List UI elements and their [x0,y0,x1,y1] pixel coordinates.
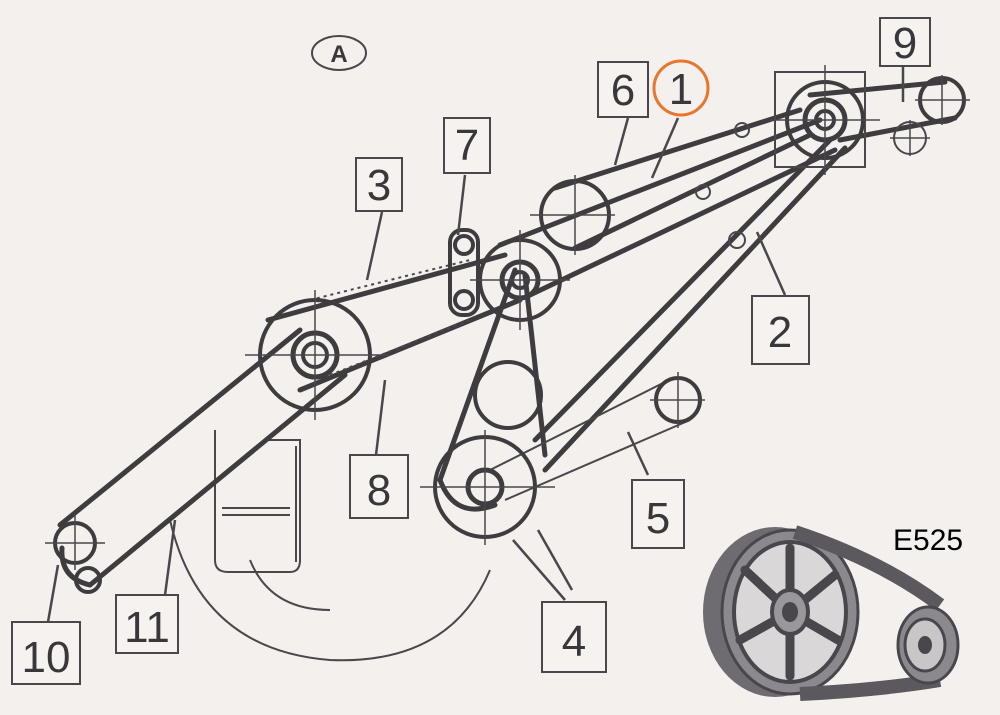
svg-text:6: 6 [611,66,635,115]
view-marker: A [311,35,367,71]
svg-text:10: 10 [22,633,71,682]
svg-text:2: 2 [768,308,792,357]
svg-text:1: 1 [669,65,693,114]
figure-code: E525 [893,524,963,557]
svg-text:9: 9 [893,19,917,68]
v-belt-pulley-illustration [703,525,960,701]
label-leaders [46,67,905,623]
label-8: 8 [349,454,409,519]
label-6: 6 [597,61,649,118]
part-labels: 1 2 3 4 5 6 7 8 [11,17,931,685]
svg-text:11: 11 [124,603,170,652]
svg-text:8: 8 [367,466,391,515]
view-label: A [330,41,347,68]
highlight-ring [652,59,710,117]
hopper-frame [169,430,491,662]
label-4: 4 [541,601,607,673]
svg-text:7: 7 [455,121,479,170]
svg-text:3: 3 [367,161,391,210]
label-9: 9 [879,17,931,68]
label-5: 5 [631,479,685,549]
svg-text:4: 4 [562,617,586,666]
svg-text:5: 5 [646,494,670,543]
label-7: 7 [443,117,491,174]
label-1: 1 [652,59,710,117]
label-3: 3 [355,157,403,212]
pulleys [45,65,970,594]
label-10: 10 [11,621,81,685]
label-11: 11 [115,594,179,654]
label-2: 2 [751,295,810,365]
